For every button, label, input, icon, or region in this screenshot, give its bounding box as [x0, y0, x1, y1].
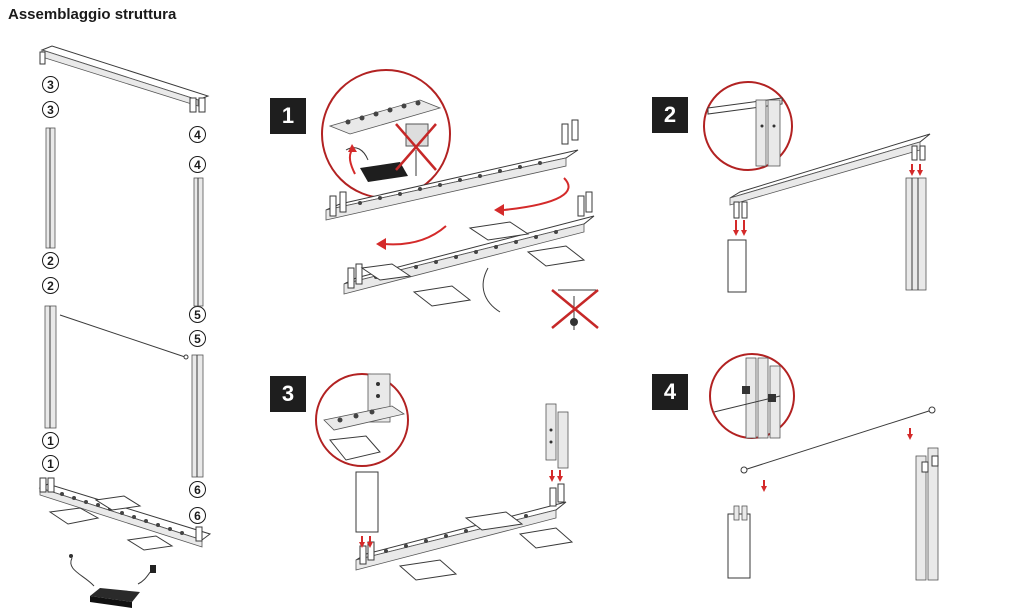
part-5-top: 5: [189, 306, 206, 323]
part-5-bottom: 5: [189, 330, 206, 347]
part-6-bottom: 6: [189, 507, 206, 524]
page-title: Assemblaggio struttura: [8, 6, 177, 23]
step-3-illustration: [315, 373, 574, 581]
no-power-icon: [551, 289, 599, 330]
power-supply-icon: [69, 554, 156, 608]
part-1-top: 1: [42, 432, 59, 449]
step-3-label: 3: [270, 376, 306, 412]
down-arrow-icon: [761, 428, 913, 492]
step-1-label: 1: [270, 98, 306, 134]
part-2-top: 2: [42, 252, 59, 269]
step-2-label: 2: [652, 97, 688, 133]
no-power-icon: [395, 123, 437, 171]
down-arrow-icon: [733, 164, 923, 236]
part-1-bottom: 1: [42, 455, 59, 472]
down-arrow-icon: [359, 470, 563, 548]
part-2-bottom: 2: [42, 277, 59, 294]
step-2-illustration: [703, 81, 931, 293]
step-1-illustration: [321, 69, 599, 330]
exploded-frame-view: [38, 45, 212, 608]
step-4-illustration: [709, 353, 939, 581]
step-4-label: 4: [652, 374, 688, 410]
part-3-top: 3: [42, 76, 59, 93]
part-4-top: 4: [189, 126, 206, 143]
rotate-arrow-icon: [376, 177, 570, 250]
part-6-top: 6: [189, 481, 206, 498]
part-3-bottom: 3: [42, 101, 59, 118]
part-4-bottom: 4: [189, 156, 206, 173]
